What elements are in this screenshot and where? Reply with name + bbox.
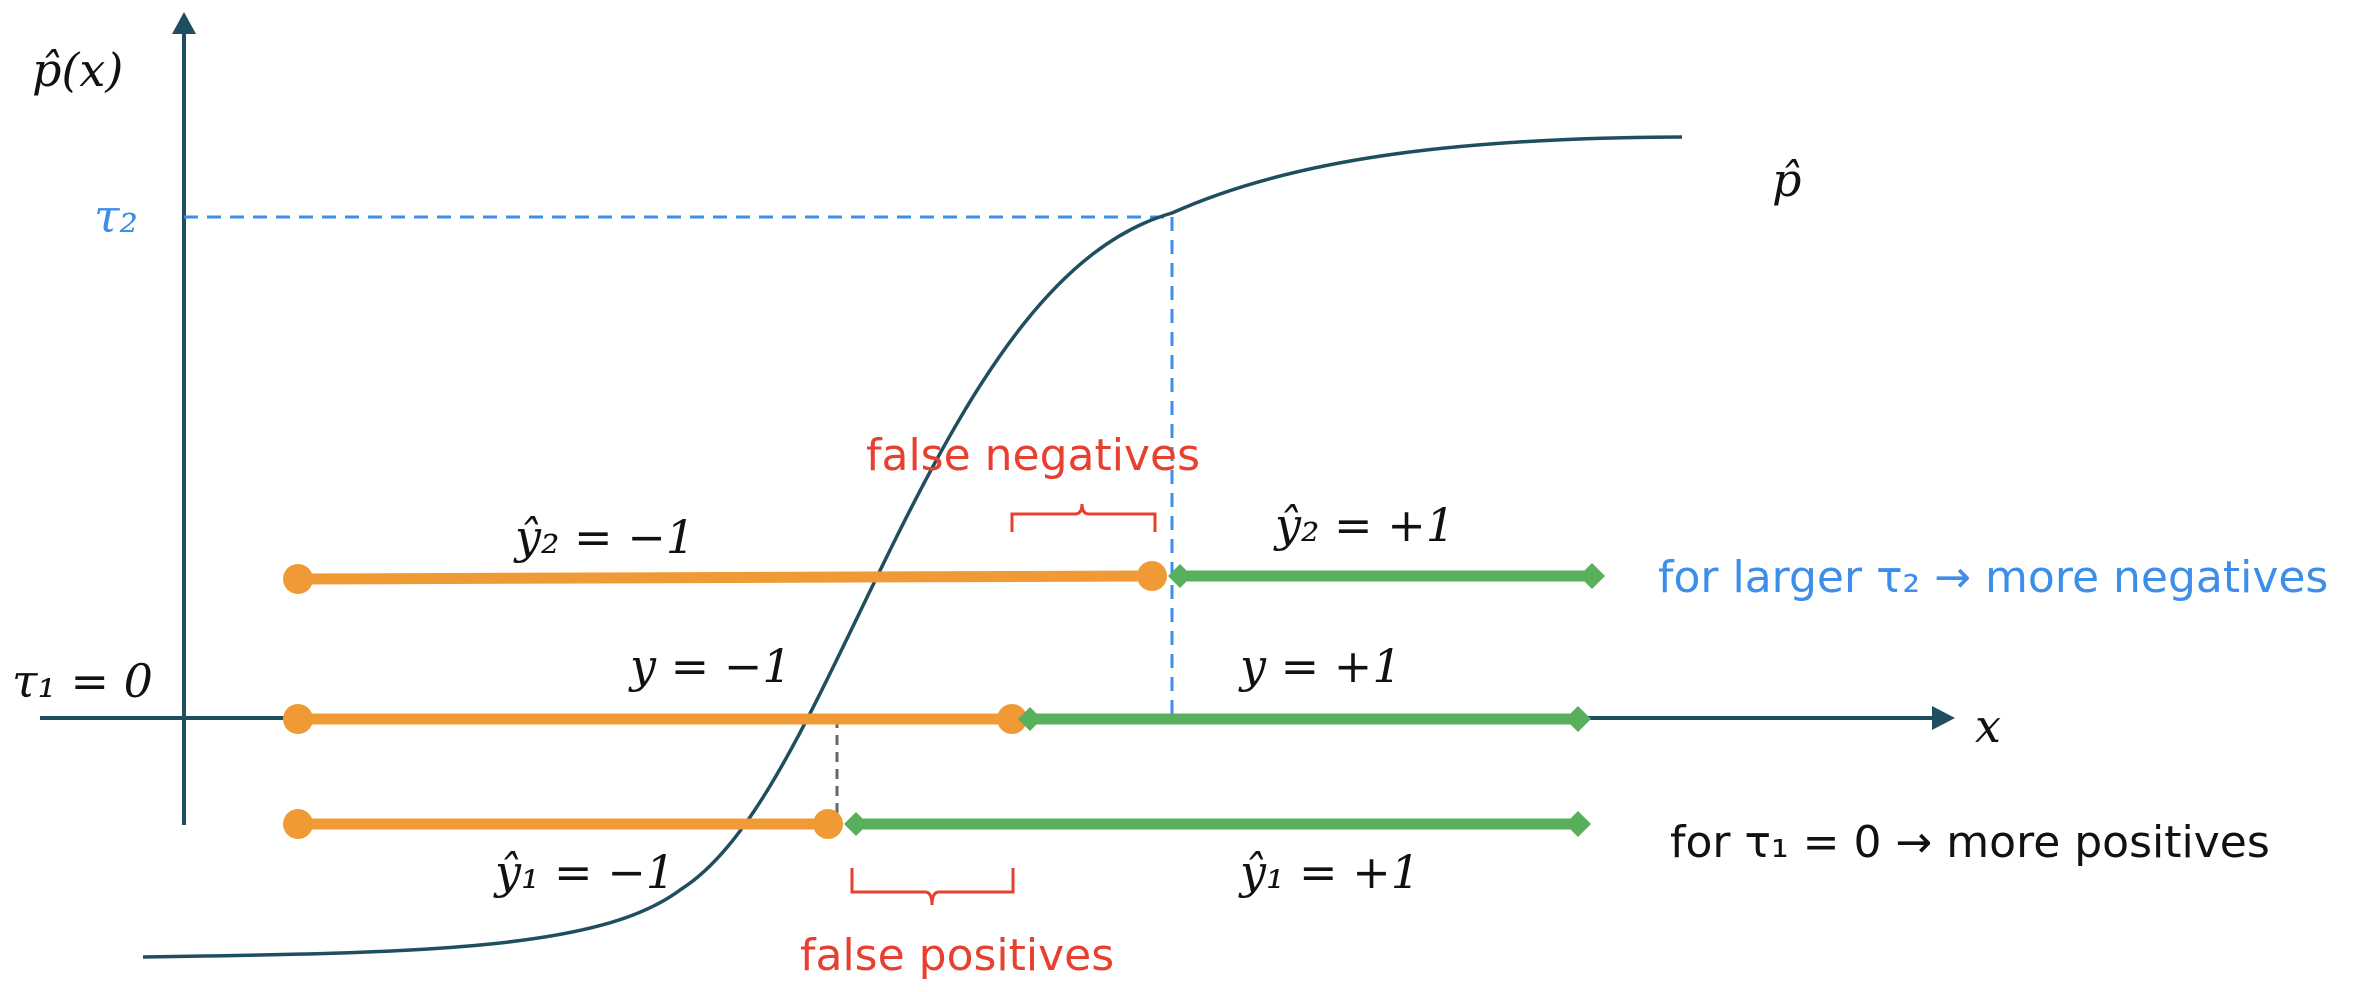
- pred1-negative-label: ŷ₁ = −1: [493, 845, 675, 899]
- pred1-positive-end-diamond: [1565, 811, 1591, 837]
- false-positives-label: false positives: [800, 930, 1114, 981]
- pred2-positive-end-diamond: [1579, 563, 1605, 589]
- truth-negative-end-dot: [997, 704, 1027, 734]
- curve-label: p̂: [1772, 153, 1801, 207]
- y-axis-arrow-icon: [172, 12, 196, 34]
- false-positives-bracket: [850, 868, 1015, 906]
- tau2-note: for larger τ₂ → more negatives: [1658, 552, 2328, 603]
- tau1-note: for τ₁ = 0 → more positives: [1670, 817, 2270, 868]
- pred1-negative-start-dot: [283, 809, 313, 839]
- truth-positive-label: y = +1: [1238, 639, 1402, 693]
- false-negatives-bracket: [1010, 503, 1157, 532]
- probability-curve: [142, 135, 1683, 959]
- pred2-negative-label: ŷ₂ = −1: [513, 510, 695, 564]
- tau2-label: τ₂: [94, 189, 138, 243]
- tau1-label: τ₁ = 0: [12, 654, 153, 708]
- pred2-negative-segment: [292, 570, 1158, 585]
- pred1-positive-label: ŷ₁ = +1: [1238, 845, 1420, 899]
- x-axis-label: x: [1975, 699, 2001, 753]
- pred1-negative-end-dot: [813, 809, 843, 839]
- truth-negative-label: y = −1: [628, 639, 792, 693]
- y-axis-label: p̂(x): [32, 43, 123, 97]
- pred2-positive-start-diamond: [1168, 564, 1192, 588]
- x-axis-arrow-icon: [1932, 706, 1955, 730]
- pred2-negative-start-dot: [283, 564, 313, 594]
- false-negatives-label: false negatives: [866, 430, 1200, 481]
- truth-positive-start-diamond: [1018, 707, 1042, 731]
- truth-positive-end-diamond: [1565, 706, 1591, 732]
- pred1-positive-start-diamond: [844, 812, 868, 836]
- pred2-positive-label: ŷ₂ = +1: [1273, 498, 1455, 552]
- truth-negative-start-dot: [283, 704, 313, 734]
- pred2-negative-end-dot: [1137, 561, 1167, 591]
